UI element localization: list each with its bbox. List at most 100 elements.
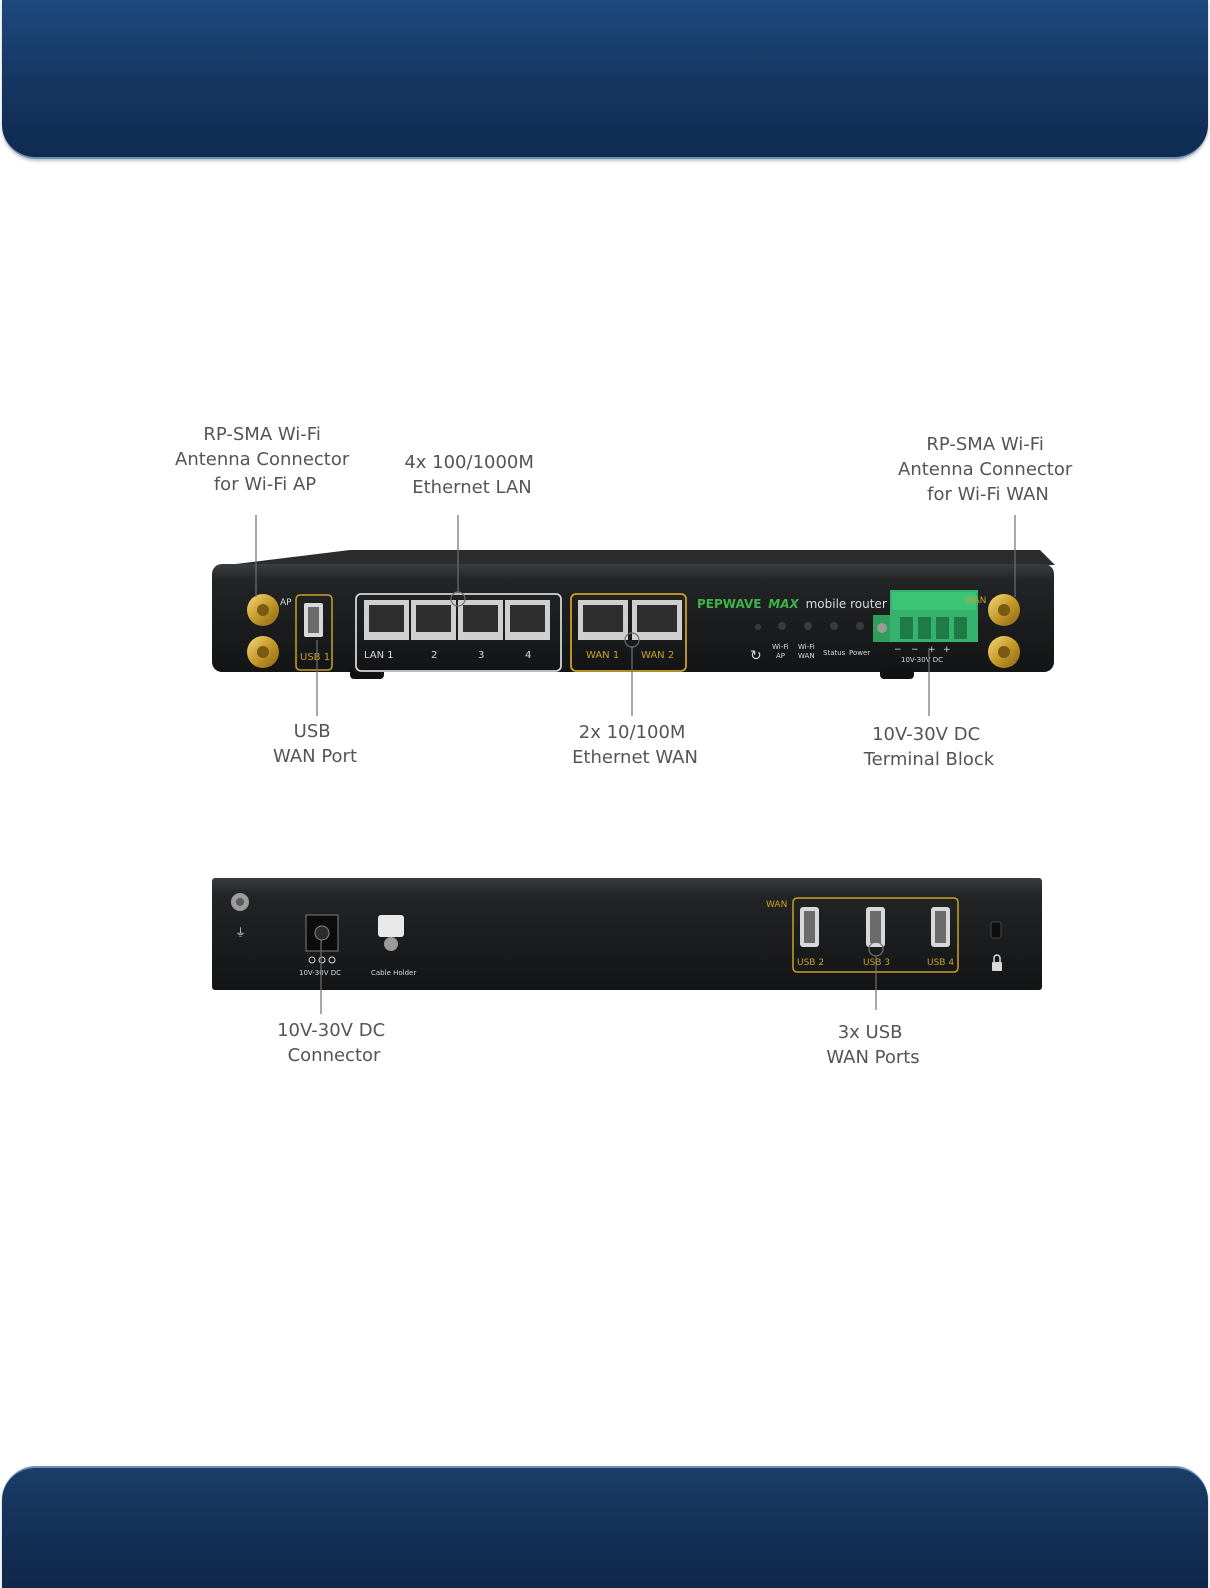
callout-lan-line-2: Ethernet LAN <box>412 477 531 498</box>
callout-wifi-ap-line-1: RP-SMA Wi-Fi <box>203 424 320 445</box>
callout-wifi-ap-line-3: for Wi-Fi AP <box>214 474 316 495</box>
lan-label-3: 3 <box>478 650 484 661</box>
callout-usb-wan-line-2: WAN Port <box>273 746 357 767</box>
callout-wifi-wan-line-1: RP-SMA Wi-Fi <box>926 434 1043 455</box>
front-foot-right <box>880 668 914 679</box>
callout-lan-line-1: 4x 100/1000M <box>404 452 534 473</box>
wan-port-label-2: WAN 2 <box>641 650 674 661</box>
lock-icon-shackle <box>993 954 1001 962</box>
lock-icon <box>992 962 1002 971</box>
usb1-label: USB 1 <box>300 652 330 663</box>
terminal-polarity-2: − <box>911 645 919 655</box>
lan-group-outline <box>355 593 562 672</box>
back-chassis <box>212 878 1042 990</box>
dc-polarity-icon-3 <box>328 956 336 964</box>
ap-label: AP <box>280 598 292 608</box>
callout-usb-wan-line-1: USB <box>294 721 331 742</box>
terminal-screw <box>877 623 887 633</box>
terminal-label: 10V-30V DC <box>901 656 943 664</box>
callout-eth-wan-line-1: 2x 10/100M <box>579 722 686 743</box>
lan-port-3-jack <box>463 605 498 632</box>
led-power <box>856 622 864 630</box>
front-panel: AP USB 1 LAN 1 2 3 4 WAN 1 WAN 2 <box>212 550 1055 679</box>
dc-label: 10V-30V DC <box>299 969 341 977</box>
callout-terminal: 10V-30V DC Terminal Block <box>863 724 995 770</box>
dc-polarity-icon-2 <box>318 956 326 964</box>
brand-logo: PEPWAVE MAX mobile router <box>697 597 887 611</box>
cable-holder-label: Cable Holder <box>371 969 416 977</box>
lan-port-1-jack <box>369 605 404 632</box>
terminal-slot-4 <box>954 617 967 639</box>
front-leader-lines <box>255 515 1016 716</box>
terminal-polarity-1: − <box>894 645 902 655</box>
cable-holder <box>378 915 404 937</box>
callout-usb-wan-ports-line-1: 3x USB <box>838 1022 903 1043</box>
callout-dc-connector-line-2: Connector <box>288 1045 381 1066</box>
back-panel: ⏚ 10V-30V DC Cable Holder WAN USB 2 USB … <box>212 878 1042 990</box>
terminal-slot-2 <box>918 617 931 639</box>
lan-label-2: 2 <box>431 650 437 661</box>
product-text: mobile router <box>806 597 887 611</box>
ground-icon: ⏚ <box>235 926 246 939</box>
lan-ports <box>364 600 550 640</box>
led-label-wifi-wan-1: Wi-Fi <box>798 643 815 651</box>
callout-lan: 4x 100/1000M Ethernet LAN <box>404 452 539 498</box>
usb1-port-inner <box>308 607 319 633</box>
lan-port-2-jack <box>416 605 451 632</box>
security-slot <box>990 921 1002 939</box>
callout-terminal-line-1: 10V-30V DC <box>872 724 980 745</box>
callout-wifi-ap: RP-SMA Wi-Fi Antenna Connector for Wi-Fi… <box>175 424 355 495</box>
wan-port-2-jack <box>637 605 677 632</box>
callout-dc-connector: 10V-30V DC Connector <box>277 1020 391 1066</box>
callout-dc-connector-line-1: 10V-30V DC <box>277 1020 385 1041</box>
callout-wifi-wan-line-3: for Wi-Fi WAN <box>927 484 1049 505</box>
antenna-connector-wan-2-core <box>998 646 1010 658</box>
wan-antenna-label: WAN <box>965 596 986 606</box>
lan-label-4: 4 <box>525 650 531 661</box>
front-chassis-top <box>228 550 1055 565</box>
led-wifi-ap <box>778 622 786 630</box>
callout-eth-wan: 2x 10/100M Ethernet WAN <box>572 722 698 768</box>
dc-polarity-icon-1 <box>308 956 316 964</box>
led-label-wifi-ap-1: Wi-Fi <box>772 643 789 651</box>
footer-banner <box>2 1466 1208 1588</box>
terminal-slot-3 <box>936 617 949 639</box>
callout-wifi-wan-line-2: Antenna Connector <box>898 459 1073 480</box>
led-wifi-wan <box>804 622 812 630</box>
led-label-wifi-wan-2: WAN <box>798 652 815 660</box>
led-status <box>830 622 838 630</box>
callout-wifi-ap-line-2: Antenna Connector <box>175 449 350 470</box>
dc-jack-socket <box>314 925 330 941</box>
reset-pinhole <box>755 624 761 630</box>
reset-icon: ↻ <box>750 648 762 664</box>
terminal-polarity-3: + <box>928 645 936 655</box>
usb2-port-inner <box>804 911 815 943</box>
callout-wifi-wan: RP-SMA Wi-Fi Antenna Connector for Wi-Fi… <box>898 434 1078 505</box>
antenna-connector-wan-1-core <box>998 604 1010 616</box>
led-label-power: Power <box>849 649 870 657</box>
usb4-label: USB 4 <box>927 958 954 968</box>
usb1-outline <box>295 594 333 671</box>
lan-port-4-jack <box>510 605 545 632</box>
lan-label-1: LAN 1 <box>364 650 394 661</box>
terminal-slot-1 <box>900 617 913 639</box>
back-wan-label: WAN <box>766 900 787 910</box>
cable-holder-screw <box>384 937 398 951</box>
usb2-label: USB 2 <box>797 958 824 968</box>
leader-lan-ring <box>450 591 466 607</box>
front-foot-left <box>350 668 384 679</box>
usb4-port-inner <box>935 911 946 943</box>
callout-usb-wan: USB WAN Port <box>273 721 357 767</box>
antenna-connector-ap-2-core <box>257 646 269 658</box>
callout-terminal-line-2: Terminal Block <box>863 749 995 770</box>
wan-port-label-1: WAN 1 <box>586 650 619 661</box>
terminal-polarity-4: + <box>943 645 951 655</box>
terminal-block-top <box>892 592 976 610</box>
brand-text: PEPWAVE <box>697 597 761 611</box>
model-text: MAX <box>768 597 799 611</box>
callout-eth-wan-line-2: Ethernet WAN <box>572 747 698 768</box>
wan-group-outline <box>570 593 687 672</box>
led-label-status: Status <box>823 649 846 657</box>
header-banner <box>2 0 1208 159</box>
